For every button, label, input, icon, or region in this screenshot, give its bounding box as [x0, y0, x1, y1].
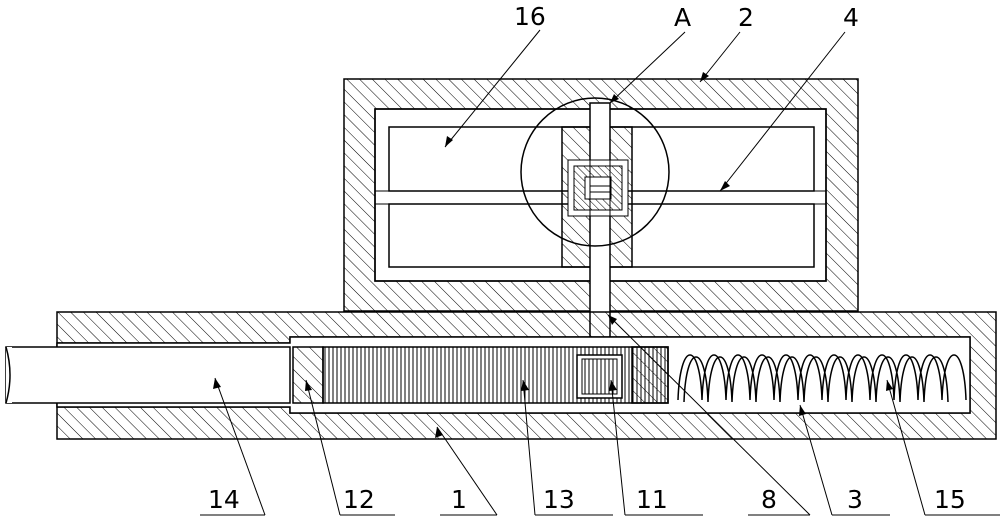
label-13: 13: [543, 485, 575, 514]
leader-lines: [200, 29, 1000, 516]
slider-block: [561, 102, 633, 359]
label-2: 2: [738, 3, 754, 32]
spring: [673, 343, 967, 407]
label-1: 1: [451, 485, 467, 514]
label-14: 14: [208, 485, 240, 514]
detail-circle-a: [520, 97, 670, 247]
label-12: 12: [343, 485, 375, 514]
label-16: 16: [514, 2, 546, 31]
pinion-block: [576, 346, 669, 404]
label-8: 8: [761, 485, 777, 514]
label-4: 4: [843, 3, 859, 32]
label-11: 11: [636, 485, 668, 514]
label-a: A: [674, 3, 691, 32]
label-3: 3: [847, 485, 863, 514]
part-labels: 16 A 2 4 14 12 1 13 11 8 3 15: [208, 2, 966, 514]
push-rod: [5, 346, 291, 404]
piston-head: [292, 346, 324, 404]
label-15: 15: [934, 485, 966, 514]
arrow-tips: [213, 72, 893, 438]
